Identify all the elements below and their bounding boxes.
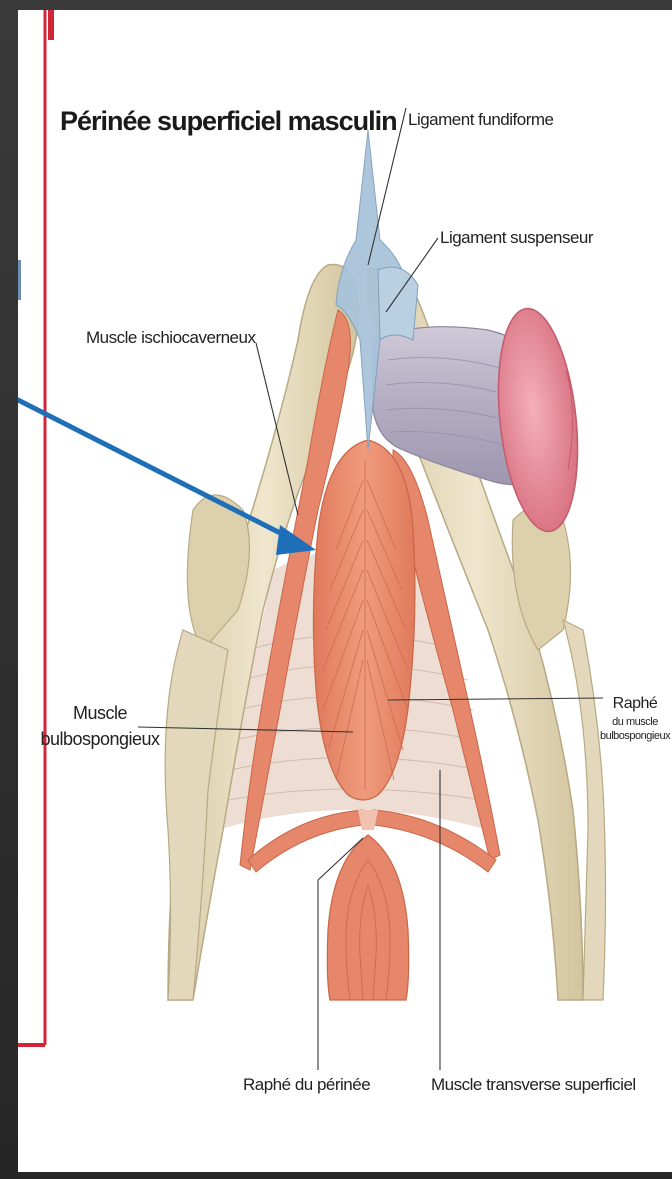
- label-raphe-perinee: Raphé du périnée: [243, 1075, 370, 1095]
- label-muscle-transverse-superficiel: Muscle transverse superficiel: [431, 1075, 636, 1095]
- label-ligament-suspenseur: Ligament suspenseur: [440, 228, 593, 248]
- label-line: Muscle: [30, 700, 170, 726]
- slide-panel: Périnée superficiel masculin Ligament fu…: [18, 10, 672, 1172]
- suspensory-ligament: [378, 267, 418, 340]
- bulbospongiosus-muscle: [313, 440, 414, 800]
- label-line: du muscle: [600, 715, 670, 730]
- label-muscle-ischiocaverneux: Muscle ischiocaverneux: [86, 328, 255, 348]
- anatomy-illustration: [18, 10, 672, 1172]
- label-line: bulbospongieux: [600, 729, 670, 744]
- label-line: bulbospongieux: [30, 726, 170, 752]
- label-muscle-bulbospongieux: Muscle bulbospongieux: [30, 700, 170, 752]
- label-raphe-bulbospongieux: Raphé du muscle bulbospongieux: [600, 693, 670, 744]
- label-line: Raphé: [600, 693, 670, 715]
- perineal-body: [358, 810, 378, 830]
- label-ligament-fundiforme: Ligament fundiforme: [408, 110, 553, 130]
- red-slide-frame: [18, 10, 54, 1045]
- diagram-title: Périnée superficiel masculin: [60, 106, 397, 137]
